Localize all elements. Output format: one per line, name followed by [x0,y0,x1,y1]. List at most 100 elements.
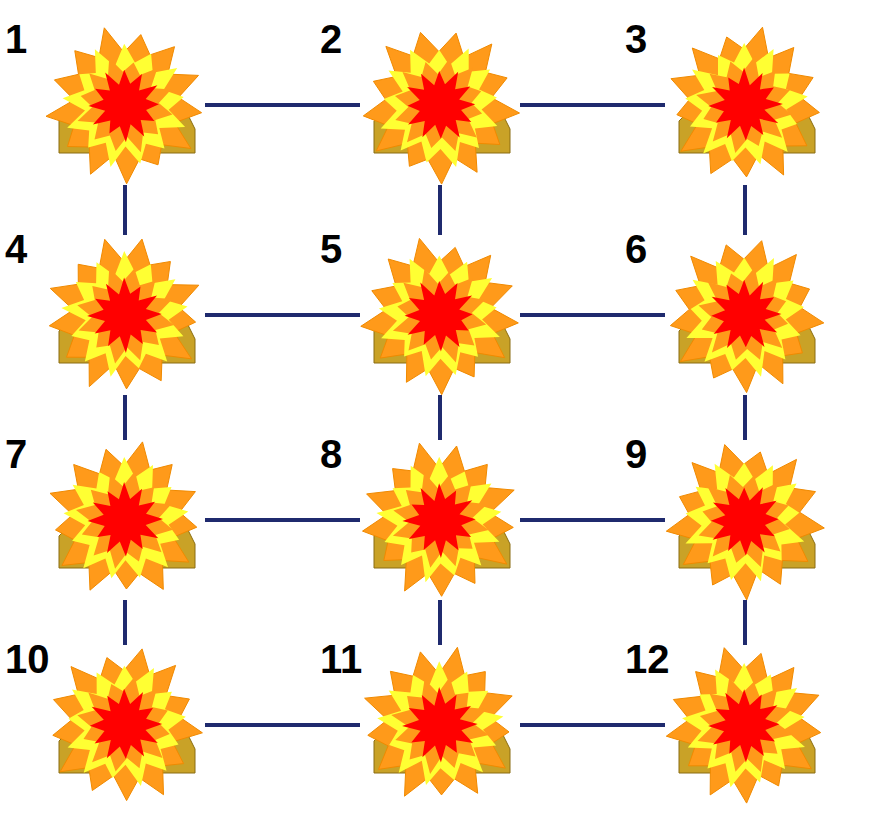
link-line [123,395,127,440]
callout-number: 7 [5,434,27,474]
explosion-node: 1 [45,25,205,185]
link-line [205,313,360,317]
explosion-burst [90,689,162,759]
callout-number: 10 [5,639,50,679]
explosion-icon [45,440,205,600]
link-line [438,185,442,235]
explosion-node: 8 [360,440,520,600]
explosion-burst [708,689,779,762]
explosion-node: 10 [45,645,205,805]
explosion-burst [64,457,189,578]
explosion-burst [670,241,823,393]
explosion-burst [686,463,805,582]
callout-number: 5 [320,229,342,269]
explosion-burst [377,661,503,785]
link-line [520,313,665,317]
explosion-icon [45,25,205,185]
explosion-burst [76,471,173,569]
link-line [438,600,442,645]
explosion-burst [699,267,789,360]
callout-number: 9 [625,434,647,474]
explosion-burst [405,281,473,352]
explosion-icon [360,645,520,805]
explosion-burst [78,58,173,152]
explosion-icon [665,25,825,185]
explosion-burst [49,239,199,389]
explosion-node: 9 [665,440,825,600]
explosion-burst [393,269,486,363]
callout-number: 8 [320,434,342,474]
explosion-icon [45,645,205,805]
explosion-burst [699,475,790,567]
explosion-burst [395,58,482,151]
explosion-burst [682,663,805,787]
link-line [438,395,442,440]
link-line [123,185,127,235]
explosion-node: 5 [360,235,520,395]
explosion-burst [53,649,203,801]
callout-number: 11 [320,639,362,679]
explosion-icon [45,235,205,395]
callout-number: 3 [625,19,647,59]
explosion-icon [360,440,520,600]
link-line [520,103,665,107]
callout-number: 2 [320,19,342,59]
explosion-burst [68,666,186,786]
explosion-node: 3 [665,25,825,185]
explosion-node: 11 [360,645,520,805]
explosion-burst [87,278,162,353]
explosion-burst [711,487,779,555]
explosion-burst [698,678,793,772]
explosion-burst [696,56,792,153]
explosion-icon [360,25,520,185]
callout-number: 6 [625,229,647,269]
explosion-burst [50,442,197,590]
explosion-burst [685,43,807,164]
callout-number: 4 [5,229,27,269]
explosion-node: 12 [665,645,825,805]
explosion-burst [407,71,475,139]
explosion-burst [708,68,783,141]
explosion-icon [665,440,825,600]
explosion-node: 6 [665,235,825,395]
explosion-burst [365,647,513,796]
explosion-burst [402,483,475,558]
explosion-icon [665,235,825,395]
link-line [123,600,127,645]
explosion-burst [63,44,186,167]
explosion-node: 2 [360,25,520,185]
explosion-burst [61,251,187,377]
explosion-node: 7 [45,440,205,600]
explosion-burst [393,473,489,568]
explosion-icon [360,235,520,395]
link-line [743,185,747,235]
explosion-burst [46,28,202,184]
explosion-burst [671,27,819,177]
link-line [743,600,747,645]
callout-number: 1 [5,19,27,59]
link-line [205,103,360,107]
explosion-burst [363,443,515,596]
explosion-node: 4 [45,235,205,395]
explosion-burst [88,482,163,556]
explosion-burst [377,457,502,583]
explosion-burst [666,445,824,600]
explosion-icon [665,645,825,805]
explosion-burst [379,256,500,377]
link-line [205,518,360,522]
explosion-burst [711,280,781,348]
link-line [520,723,665,727]
link-line [520,518,665,522]
callout-number: 12 [625,639,670,679]
explosion-burst [666,648,820,803]
explosion-burst [391,677,489,774]
explosion-burst [402,687,478,762]
explosion-burst [686,258,804,377]
explosion-burst [361,238,519,394]
explosion-burst [77,268,174,364]
explosion-burst [381,49,498,167]
link-line [743,395,747,440]
explosion-burst [77,676,169,771]
link-line [205,723,360,727]
